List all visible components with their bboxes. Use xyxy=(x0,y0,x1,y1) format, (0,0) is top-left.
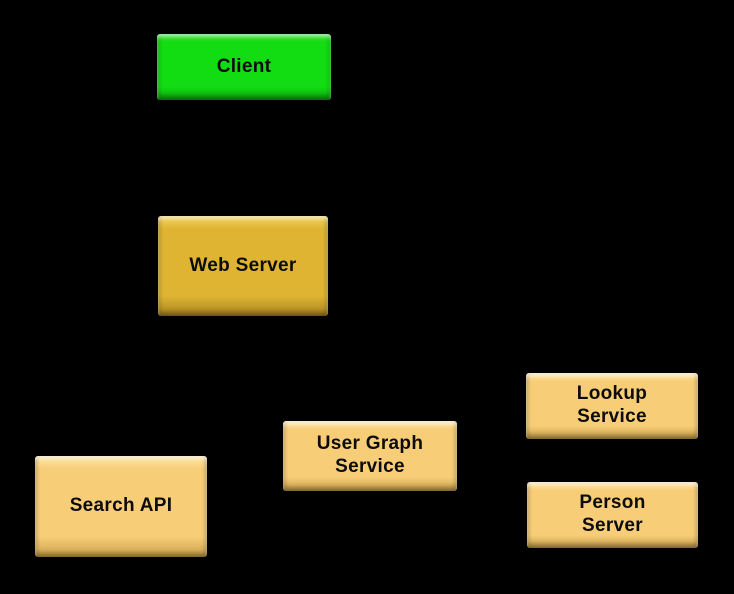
node-label-line: Person xyxy=(579,492,646,514)
node-label-line: Lookup xyxy=(576,383,648,405)
node-label-line: Web Server xyxy=(189,254,297,276)
node-label-line: User Graph xyxy=(316,433,424,455)
node-label-line: Server xyxy=(582,515,643,536)
node-client: Client xyxy=(157,34,331,100)
node-label-line: Service xyxy=(577,406,647,427)
node-label-line: Client xyxy=(216,55,272,77)
node-label-line: Search API xyxy=(69,495,173,517)
node-label-line: Service xyxy=(335,456,405,477)
node-web-server: Web Server xyxy=(158,216,328,316)
node-search-api: Search API xyxy=(35,456,207,557)
